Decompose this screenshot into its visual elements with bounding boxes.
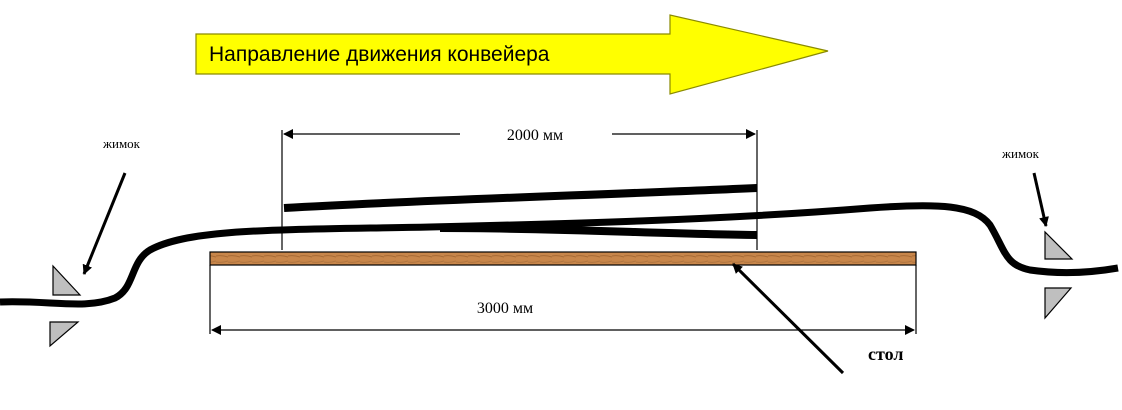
right-roller-bottom-triangle	[1044, 287, 1073, 320]
conveyor-belt	[0, 202, 1119, 308]
right-roller-pointer	[1032, 172, 1049, 227]
table-label: стол	[868, 344, 903, 364]
dimension-bottom: 3000 мм	[209, 265, 917, 335]
table-pointer: стол	[731, 262, 903, 375]
direction-arrow-shape	[195, 14, 829, 95]
table	[209, 251, 917, 266]
dimension-top-label: 2000 мм	[507, 127, 563, 144]
left-roller-bottom-triangle	[49, 321, 80, 348]
direction-label: Направление движения конвейера	[209, 43, 550, 66]
sample-strip-upper	[283, 184, 758, 212]
table-pointer-arrow	[731, 262, 845, 375]
right-roller-label: жимок	[1001, 146, 1040, 161]
left-roller-top-triangle	[52, 264, 82, 296]
direction-arrow: Направление движения конвейера	[195, 14, 829, 95]
left-roller-label: жимок	[102, 136, 141, 151]
sample-strip-lower	[439, 224, 758, 239]
left-roller-pointer	[82, 172, 127, 275]
left-roller: жимок	[49, 136, 141, 348]
right-roller: жимок	[1001, 146, 1074, 320]
dimension-bottom-label: 3000 мм	[477, 300, 533, 317]
right-roller-top-triangle	[1044, 230, 1074, 260]
